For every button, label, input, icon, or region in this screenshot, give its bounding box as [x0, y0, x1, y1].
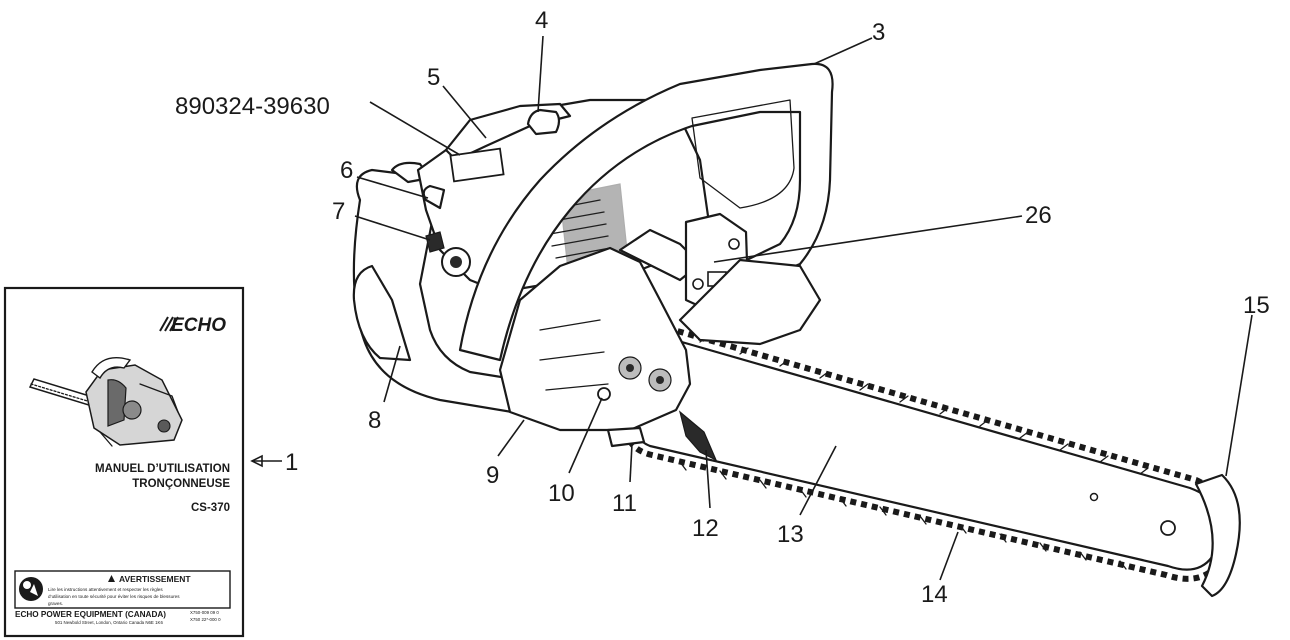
- starter-grip-center: [450, 256, 462, 268]
- air-filter-cap: [526, 108, 561, 136]
- callout-part-number: 890324-39630: [175, 93, 330, 120]
- callout-7: 7: [332, 198, 345, 225]
- callout-6: 6: [340, 157, 353, 184]
- warning-triangle-icon: [108, 575, 115, 582]
- guide-bar-and-saw-chain: [624, 319, 1241, 598]
- callout-15: 15: [1243, 292, 1270, 319]
- callout-12: 12: [692, 515, 719, 542]
- leader-4: [537, 35, 544, 113]
- stop-switch: [425, 231, 445, 253]
- leader-7: [354, 215, 431, 241]
- guide-bar: [629, 328, 1224, 571]
- leader-14: [939, 531, 959, 581]
- callout-labels: 1 3 4 5 890324-39630 6 7 8 9 10 11 12 13…: [175, 7, 1270, 608]
- manual-company-address: 501 Newbold Street, London, Ontario Cana…: [55, 620, 163, 625]
- callout-26: 26: [1025, 202, 1052, 229]
- manual-code-2: X750 22*-000 0: [190, 617, 221, 622]
- bar-nuts: [618, 356, 672, 392]
- label-plate: [449, 147, 505, 183]
- front-handle-inner-grip: [691, 99, 795, 209]
- manual-warning-heading: AVERTISSEMENT: [119, 574, 191, 584]
- manual-warning-line3: graves.: [48, 601, 63, 606]
- chain-catcher: [606, 426, 646, 448]
- fuel-tank: [678, 258, 822, 346]
- manual-warning-line1: Lire les instructions attentivement et r…: [48, 587, 163, 592]
- callout-8: 8: [368, 407, 381, 434]
- callout-9: 9: [486, 462, 499, 489]
- leader-part-number: [369, 101, 461, 156]
- leader-13: [799, 445, 837, 516]
- spike-bumper: [678, 410, 718, 462]
- leader-9: [497, 419, 525, 457]
- callout-11: 11: [612, 490, 637, 517]
- chainsaw-body: [352, 62, 834, 462]
- leader-15: [1225, 314, 1253, 477]
- callout-10: 10: [548, 480, 575, 507]
- callout-5: 5: [427, 64, 440, 91]
- leader-6: [356, 176, 429, 199]
- leader-8: [383, 345, 401, 403]
- leader-1-arrow: [250, 454, 263, 468]
- chain-tensioner-screw: [597, 387, 611, 401]
- leader-11: [629, 443, 633, 483]
- leader-lines: [250, 35, 1253, 581]
- callout-3: 3: [872, 19, 885, 46]
- rear-handle-grip: [352, 264, 412, 362]
- manual-title-line2: TRONÇONNEUSE: [132, 478, 230, 490]
- manual-logo-stripes: [159, 316, 179, 332]
- clutch-cover-grooves: [539, 319, 609, 391]
- manual-title-line1: MANUEL D’UTILISATION: [95, 463, 230, 475]
- manual-warning-pictogram: [19, 577, 43, 601]
- leader-3: [813, 37, 873, 65]
- leader-26: [713, 215, 1023, 263]
- clutch-cover: [498, 246, 692, 432]
- leader-5: [442, 85, 487, 139]
- operator-manual: ECHO MANUEL D’UTILISATION TRONÇONNEUSE C…: [3, 286, 245, 638]
- guide-bar-hole: [1089, 492, 1099, 502]
- sprocket-nose-rivet: [1160, 520, 1176, 536]
- manual-model-number: CS-370: [191, 502, 230, 514]
- manual-brand-logo: ECHO: [171, 315, 226, 336]
- manual-chainsaw-illustration: [28, 357, 183, 447]
- callout-4: 4: [535, 7, 548, 34]
- callout-13: 13: [777, 521, 804, 548]
- callout-14: 14: [921, 581, 948, 608]
- saw-chain-cutters-lower: [679, 461, 1127, 570]
- leader-12: [705, 449, 711, 509]
- leader-10: [568, 397, 603, 474]
- manual-warning-line2: d’utilisation en toute sécurité pour évi…: [48, 594, 180, 599]
- manual-warning-box: [14, 570, 231, 609]
- guide-bar-cover: [1194, 473, 1241, 598]
- manual-company-name: ECHO POWER EQUIPMENT (CANADA): [15, 610, 166, 619]
- front-handle: [458, 62, 834, 362]
- manual-code-1: X750-009 09 0: [190, 610, 219, 615]
- callout-1: 1: [285, 449, 298, 476]
